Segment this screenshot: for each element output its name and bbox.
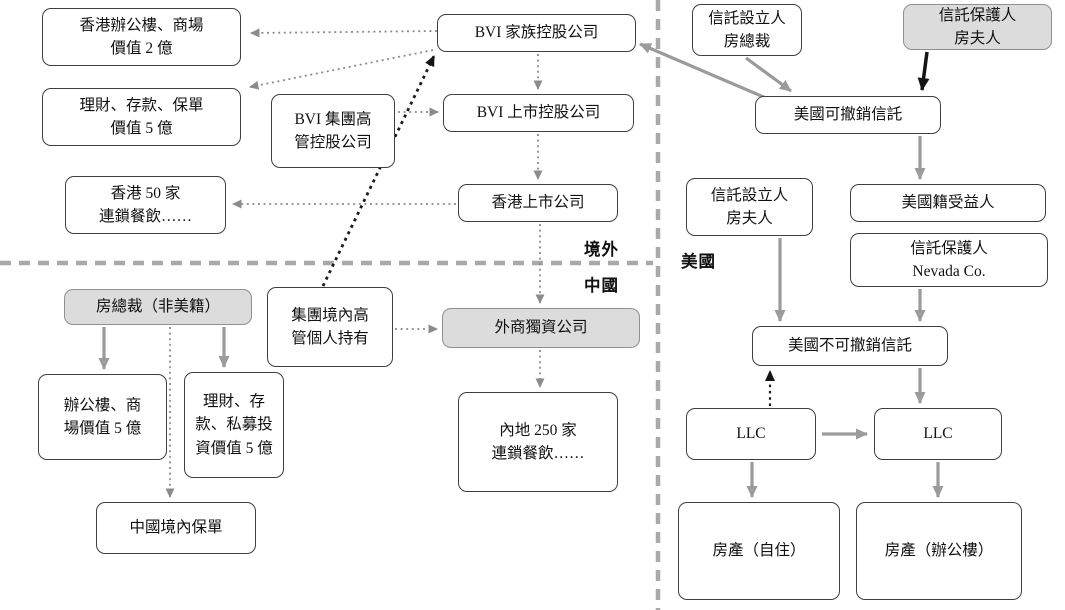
- node-hk-office-mall: 香港辦公樓、商場 價值 2 億: [42, 8, 241, 66]
- arrow-bvifamily-to-wealthpolicy: [249, 49, 434, 90]
- arrow-bvifamily-to-hkoffice: [250, 28, 438, 38]
- region-label-china: 中國: [584, 276, 619, 295]
- region-label-usa: 美國: [681, 252, 716, 271]
- arrow-revocabletrust-to-bvifamily: [639, 42, 767, 100]
- node-hk-listed-co: 香港上市公司: [458, 184, 618, 222]
- node-trust-protector-wife: 信託保護人 房夫人: [903, 4, 1052, 50]
- node-china-policy: 中國境內保單: [96, 502, 256, 554]
- node-office-mall-5: 辦公樓、商 場價值 5 億: [38, 374, 167, 460]
- node-mainland-250: 內地 250 家 連鎖餐飲……: [458, 392, 618, 492]
- node-llc-right: LLC: [874, 408, 1002, 460]
- node-us-revocable-trust: 美國可撤銷信託: [755, 96, 941, 134]
- node-trust-settlor-ceo: 信託設立人 房總裁: [692, 4, 802, 56]
- node-trust-protector-nevada: 信託保護人 Nevada Co.: [850, 233, 1048, 287]
- node-bvi-listed-holdco: BVI 上市控股公司: [443, 94, 634, 132]
- arrow-protectorwife-to-revocabletrust: [917, 51, 930, 91]
- arrow-groupexec-to-bvifamily: [321, 55, 436, 287]
- arrow-settlorceo-to-revocabletrust: [745, 56, 792, 93]
- node-bvi-exec-holdco: BVI 集團高 管控股公司: [271, 94, 395, 168]
- region-label-offshore: 境外: [584, 240, 619, 259]
- node-us-beneficiary: 美國籍受益人: [850, 184, 1046, 222]
- node-hk-50-restaurants: 香港 50 家 連鎖餐飲……: [65, 176, 226, 234]
- node-wfoe: 外商獨資公司: [442, 308, 640, 348]
- node-llc-left: LLC: [686, 408, 816, 460]
- node-property-office: 房產（辦公樓）: [856, 502, 1022, 600]
- node-us-irrevocable-trust: 美國不可撤銷信託: [752, 326, 948, 366]
- node-wealth-pe-5: 理財、存 款、私募投 資價值 5 億: [184, 372, 284, 478]
- node-wealth-deposit-policy: 理財、存款、保單 價值 5 億: [42, 88, 241, 146]
- node-ceo-non-us: 房總裁（非美籍）: [64, 289, 252, 325]
- node-bvi-family-holdco: BVI 家族控股公司: [437, 14, 636, 52]
- node-property-self: 房產（自住）: [678, 502, 840, 600]
- node-trust-settlor-wife: 信託設立人 房夫人: [686, 178, 813, 236]
- node-group-domestic-exec: 集團境內高 管個人持有: [267, 287, 393, 367]
